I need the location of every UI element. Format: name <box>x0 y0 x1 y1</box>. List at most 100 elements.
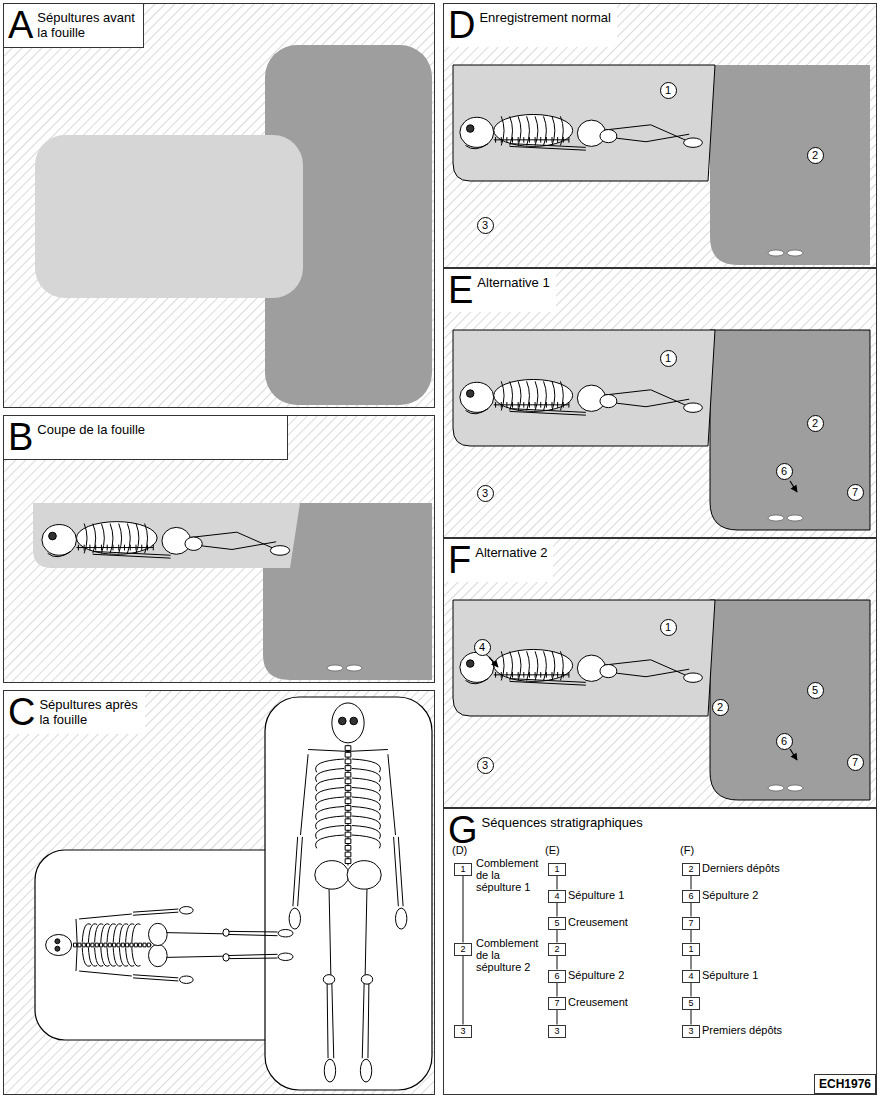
skeleton-side <box>460 649 703 685</box>
panel-letter: G <box>448 811 478 849</box>
layer-box: 3 <box>682 1025 700 1038</box>
figure-panel: 12314526732671453GSéquences stratigraphi… <box>443 808 877 1095</box>
panel-title: Coupe de la fouille <box>37 418 145 437</box>
ribcage <box>494 114 573 146</box>
soil-hatching <box>3 3 435 408</box>
vertebra <box>546 402 547 408</box>
rib <box>127 524 130 554</box>
vertebra <box>130 943 133 947</box>
soil-hatching <box>3 3 877 1095</box>
vertebra <box>345 832 351 837</box>
vertebra <box>557 672 558 678</box>
figure-reference: ECH1976 <box>814 1074 876 1094</box>
bone <box>787 515 803 521</box>
ribcage <box>76 522 157 555</box>
panel-title: Sépultures avant la fouille <box>37 6 137 40</box>
callout-number: 7 <box>847 754 864 771</box>
vertebra <box>563 672 564 678</box>
soil-hatching <box>3 690 435 1095</box>
sequence-label: (F) <box>680 844 694 856</box>
arm-bone <box>93 551 171 558</box>
sequence-line <box>556 956 557 970</box>
hand-bone <box>600 130 617 143</box>
callout-number: 1 <box>660 82 677 99</box>
humerus <box>388 754 396 835</box>
callout-number: 1 <box>660 619 677 636</box>
layer-box: 6 <box>682 890 700 903</box>
panel-heading: FAlternative 2 <box>444 539 553 582</box>
vertebra <box>495 672 496 678</box>
rib <box>535 651 538 680</box>
knee <box>361 975 372 985</box>
foot-bone <box>324 1059 335 1082</box>
knee <box>223 954 229 961</box>
layer-number: 4 <box>688 971 693 981</box>
hand-bone <box>185 537 202 550</box>
layer-number: 5 <box>554 918 559 928</box>
femur <box>166 933 225 934</box>
grave-1-section <box>33 503 300 568</box>
vertebra <box>345 792 351 797</box>
sequence-line <box>690 903 691 917</box>
vertebra <box>107 545 108 551</box>
panel-letter: F <box>448 541 471 579</box>
eye-socket <box>55 946 60 951</box>
vertebra <box>345 766 351 771</box>
sequence-label: Sépulture 1 <box>568 889 624 901</box>
hand-bone <box>289 908 300 929</box>
layer-number: 1 <box>688 944 693 954</box>
layer-number: 4 <box>554 891 559 901</box>
rib <box>119 524 122 554</box>
vertebra <box>78 545 79 551</box>
vertebra <box>495 402 496 408</box>
foot-bone <box>684 138 703 147</box>
sequence-label: Creusement <box>568 996 628 1008</box>
layer-box: 2 <box>682 863 700 876</box>
vertebra <box>95 943 98 947</box>
layer-number: 7 <box>688 918 693 928</box>
skeleton-side <box>460 114 703 150</box>
vertebra <box>136 545 137 551</box>
soil-hatching <box>443 538 877 808</box>
sequence-line <box>690 956 691 970</box>
rib <box>535 381 538 410</box>
panel-letter: B <box>8 418 33 456</box>
grave-1-section <box>453 600 715 716</box>
rib <box>501 651 504 680</box>
clavicle <box>76 919 77 945</box>
figure-panel: CSépultures après la fouille <box>3 690 435 1095</box>
vertebra <box>108 943 111 947</box>
panel-heading: DEnregistrement normal <box>444 4 617 47</box>
pelvis <box>149 923 168 945</box>
clavicle <box>308 750 348 752</box>
sequence-label: (D) <box>452 844 467 856</box>
panel-letter: A <box>8 6 33 44</box>
rib <box>510 651 513 680</box>
layer-number: 6 <box>688 891 693 901</box>
vertebra <box>117 943 120 947</box>
femur <box>166 956 225 957</box>
rib <box>132 947 141 966</box>
panel-title: Enregistrement normal <box>479 6 611 25</box>
callout-number: 5 <box>807 682 824 699</box>
vertebra <box>540 137 541 143</box>
vertebra <box>104 943 107 947</box>
callout-number: 2 <box>712 699 729 716</box>
vertebra <box>345 845 351 850</box>
rib <box>136 524 139 554</box>
vertebra <box>345 839 351 844</box>
graves-before-excavation <box>35 45 432 405</box>
layer-box: 4 <box>548 890 566 903</box>
vertebra <box>143 943 146 947</box>
sequence-label: Comblement de la sépulture 2 <box>476 937 542 973</box>
layer-box: 3 <box>454 1025 472 1038</box>
bone <box>787 785 803 791</box>
layer-number: 7 <box>554 998 559 1008</box>
figure-panel: ASépultures avant la fouille <box>3 3 435 408</box>
vertebra <box>112 545 113 551</box>
vertebra <box>345 779 351 784</box>
